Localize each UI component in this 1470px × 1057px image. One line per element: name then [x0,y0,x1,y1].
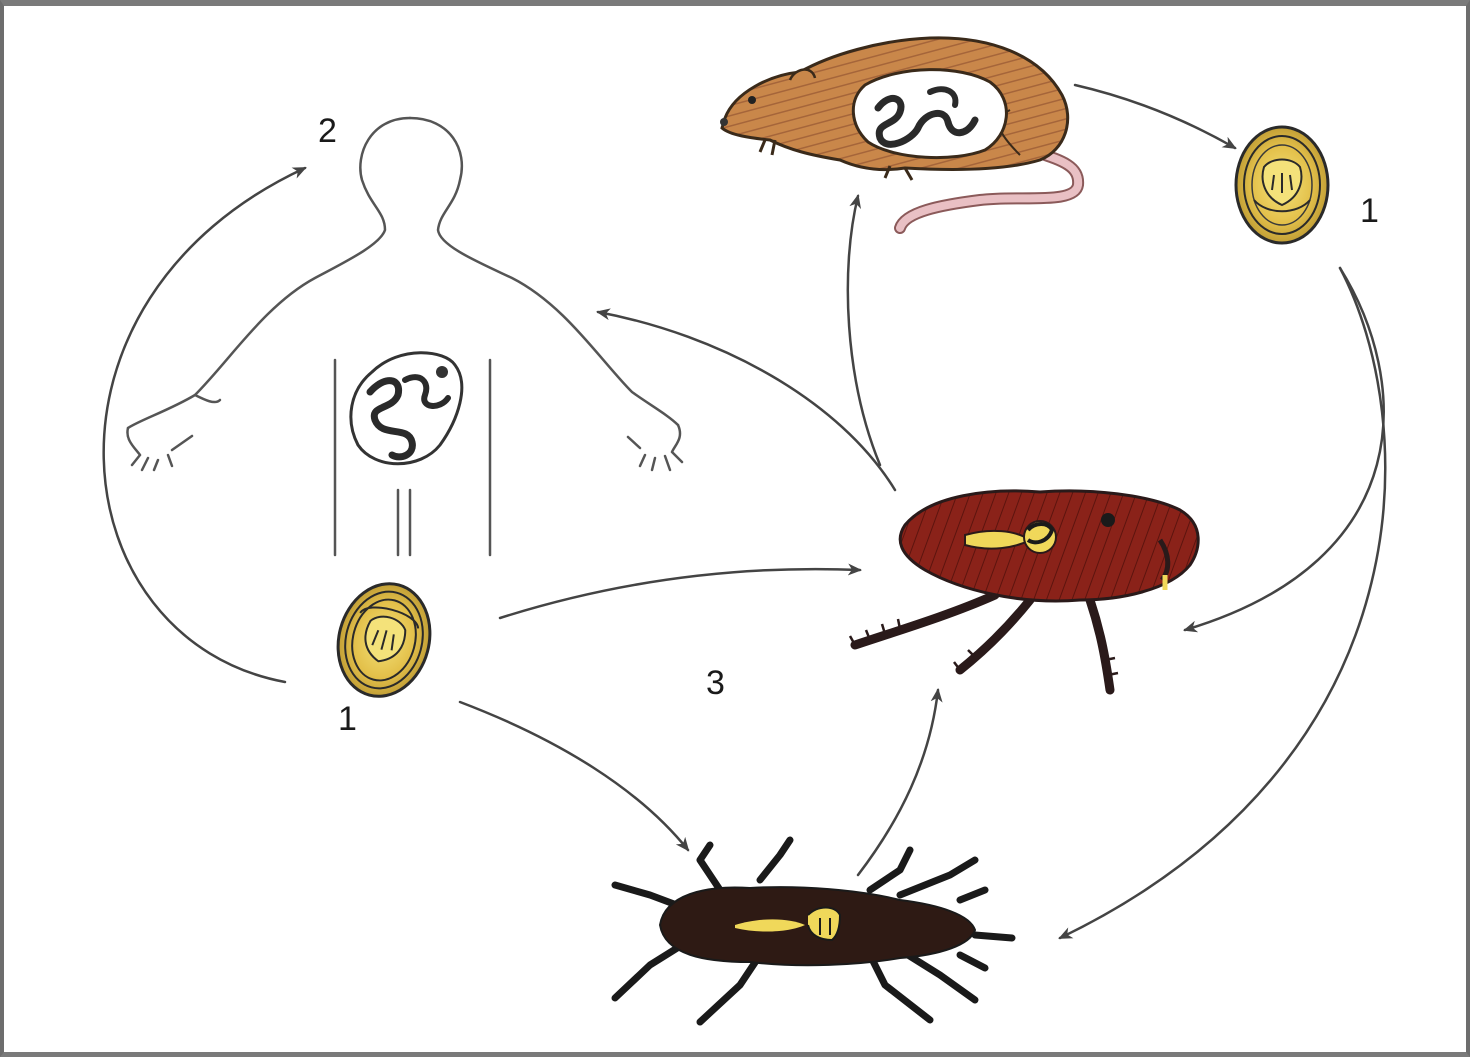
cycle-arrows [104,85,1386,938]
rat-icon [720,38,1078,228]
arrow-egg-to-flea [500,569,860,618]
egg-icon [326,573,442,706]
intestine-tapeworm-icon [351,353,462,464]
egg-icon [1236,127,1328,243]
stage-label-2: 2 [318,112,337,150]
stage-label-3: 3 [706,664,725,702]
arrow-beetle-to-flea [858,690,938,875]
arrow-egg-right-to-beetle [1060,268,1385,938]
stage-label-1-right: 1 [1360,192,1379,230]
arrow-egg-right-to-flea [1185,268,1384,630]
human-figure-icon [127,118,682,555]
beetle-body [660,887,975,965]
arrow-flea-to-rat [848,196,880,465]
flea-icon [850,491,1198,690]
arrow-rat-to-egg [1075,85,1235,148]
stage-label-1-left: 1 [338,700,357,738]
arrow-egg-to-beetle [460,702,688,850]
